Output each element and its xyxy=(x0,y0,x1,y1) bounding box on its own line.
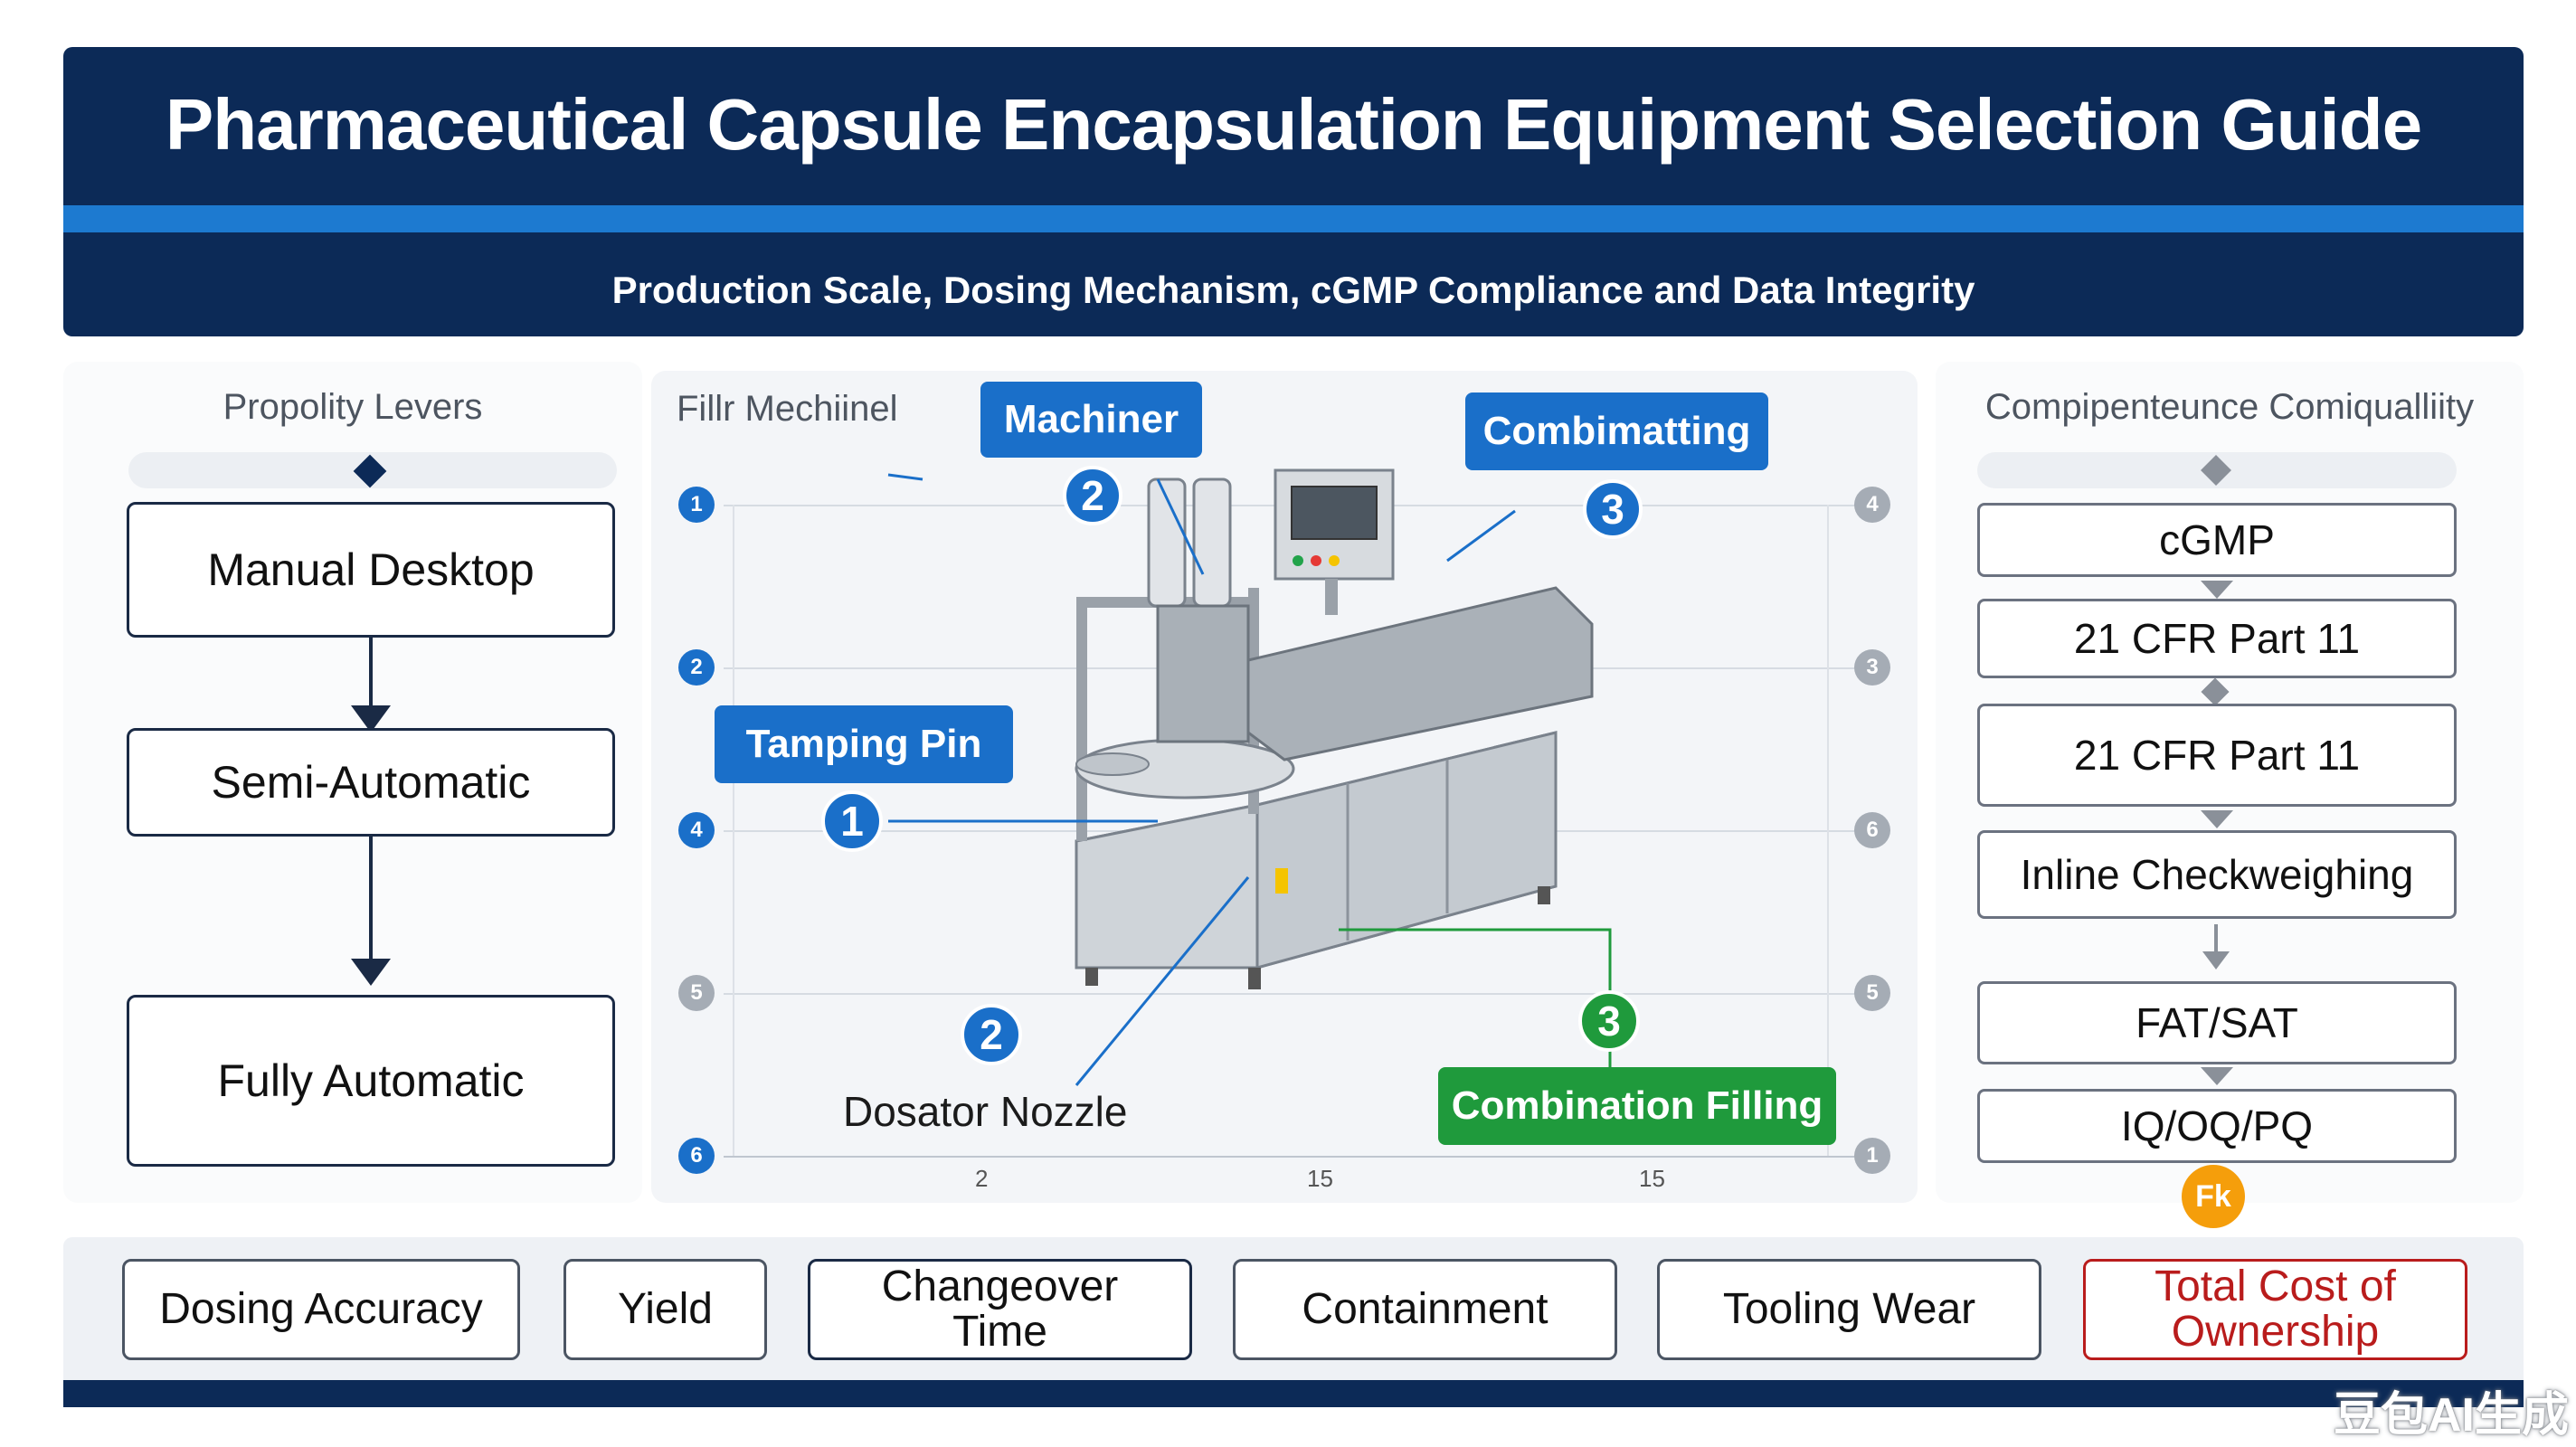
scale-item-fully-automatic: Fully Automatic xyxy=(127,995,615,1167)
connector-triangle-icon xyxy=(2201,1067,2233,1085)
connector-triangle-icon xyxy=(2201,810,2233,828)
axis-marker-right: 4 xyxy=(1854,487,1890,523)
center-panel-title: Fillr Mechiinel xyxy=(677,389,898,429)
right-panel: Compipenteunce Comiqualliity cGMP 21 CFR… xyxy=(1936,362,2524,1228)
scale-item-manual-desktop: Manual Desktop xyxy=(127,502,615,638)
factor-tooling-wear: Tooling Wear xyxy=(1657,1259,2041,1360)
center-panel: Fillr Mechiinel 1 2 4 5 6 4 3 6 5 1 2 15… xyxy=(651,371,1918,1203)
connector-triangle-icon xyxy=(2201,581,2233,599)
tag-combimatting: Combimatting xyxy=(1465,392,1768,470)
arrow-down-icon xyxy=(369,837,373,972)
diamond-connector-icon xyxy=(2201,677,2230,706)
scale-item-semi-automatic: Semi-Automatic xyxy=(127,728,615,837)
axis-tick-bottom: 15 xyxy=(1639,1165,1665,1192)
callout-number: 2 xyxy=(961,1004,1022,1065)
watermark: 豆包AI生成 xyxy=(2334,1389,2570,1442)
axis-marker-right: 5 xyxy=(1854,975,1890,1011)
callout-number: 3 xyxy=(1583,479,1643,539)
factor-total-cost-of-ownership: Total Cost of Ownership xyxy=(2083,1259,2467,1360)
compliance-item: IQ/OQ/PQ xyxy=(1977,1089,2457,1163)
arrow-down-icon xyxy=(369,638,373,719)
grid-line xyxy=(724,993,1863,995)
grid-line xyxy=(724,1156,1863,1158)
left-panel-title: Propolity Levers xyxy=(223,387,483,427)
axis-marker-left: 4 xyxy=(678,812,715,848)
compliance-item: 21 CFR Part 11 xyxy=(1977,704,2457,807)
grid-line-vertical xyxy=(733,505,734,1156)
axis-marker-left: 2 xyxy=(678,649,715,686)
compliance-item: 21 CFR Part 11 xyxy=(1977,599,2457,678)
factor-dosing-accuracy: Dosing Accuracy xyxy=(122,1259,520,1360)
axis-marker-right: 1 xyxy=(1854,1138,1890,1174)
tag-machiner: Machiner xyxy=(980,382,1202,458)
factor-changeover-time: Changeover Time xyxy=(808,1259,1192,1360)
callout-number: 1 xyxy=(821,790,883,852)
arrow-down-icon xyxy=(2214,924,2218,960)
header-stripe xyxy=(63,205,2524,232)
axis-marker-left: 1 xyxy=(678,487,715,523)
badge-icon: Fk xyxy=(2182,1165,2245,1228)
header-banner: Pharmaceutical Capsule Encapsulation Equ… xyxy=(63,47,2524,336)
callout-number: 3 xyxy=(1578,990,1640,1052)
axis-tick-bottom: 2 xyxy=(975,1165,989,1192)
arrow-head-icon xyxy=(351,959,391,986)
left-panel: Propolity Levers Manual Desktop Semi-Aut… xyxy=(63,362,642,1203)
compliance-item: cGMP xyxy=(1977,503,2457,577)
axis-marker-right: 3 xyxy=(1854,649,1890,686)
label-dosator-nozzle: Dosator Nozzle xyxy=(843,1088,1128,1135)
axis-marker-right: 6 xyxy=(1854,812,1890,848)
callout-number: 2 xyxy=(1063,466,1122,525)
axis-marker-left: 5 xyxy=(678,975,715,1011)
arrow-head-icon xyxy=(2202,951,2230,969)
grid-line-vertical xyxy=(1827,505,1829,1156)
factor-containment: Containment xyxy=(1233,1259,1617,1360)
capsule-filling-machine-illustration xyxy=(1075,468,1594,989)
axis-tick-bottom: 15 xyxy=(1307,1165,1333,1192)
compliance-item: Inline Checkweighing xyxy=(1977,830,2457,919)
bottom-strip-footer-bar xyxy=(63,1380,2524,1407)
right-panel-title: Compipenteunce Comiqualliity xyxy=(1984,387,2475,427)
page-title: Pharmaceutical Capsule Encapsulation Equ… xyxy=(165,84,2422,165)
axis-marker-left: 6 xyxy=(678,1138,715,1174)
compliance-item: FAT/SAT xyxy=(1977,981,2457,1064)
tag-tamping-pin: Tamping Pin xyxy=(715,705,1013,783)
tag-combination-filling: Combination Filling xyxy=(1438,1067,1836,1145)
factor-yield: Yield xyxy=(564,1259,767,1360)
page-subtitle: Production Scale, Dosing Mechanism, cGMP… xyxy=(611,269,1975,311)
